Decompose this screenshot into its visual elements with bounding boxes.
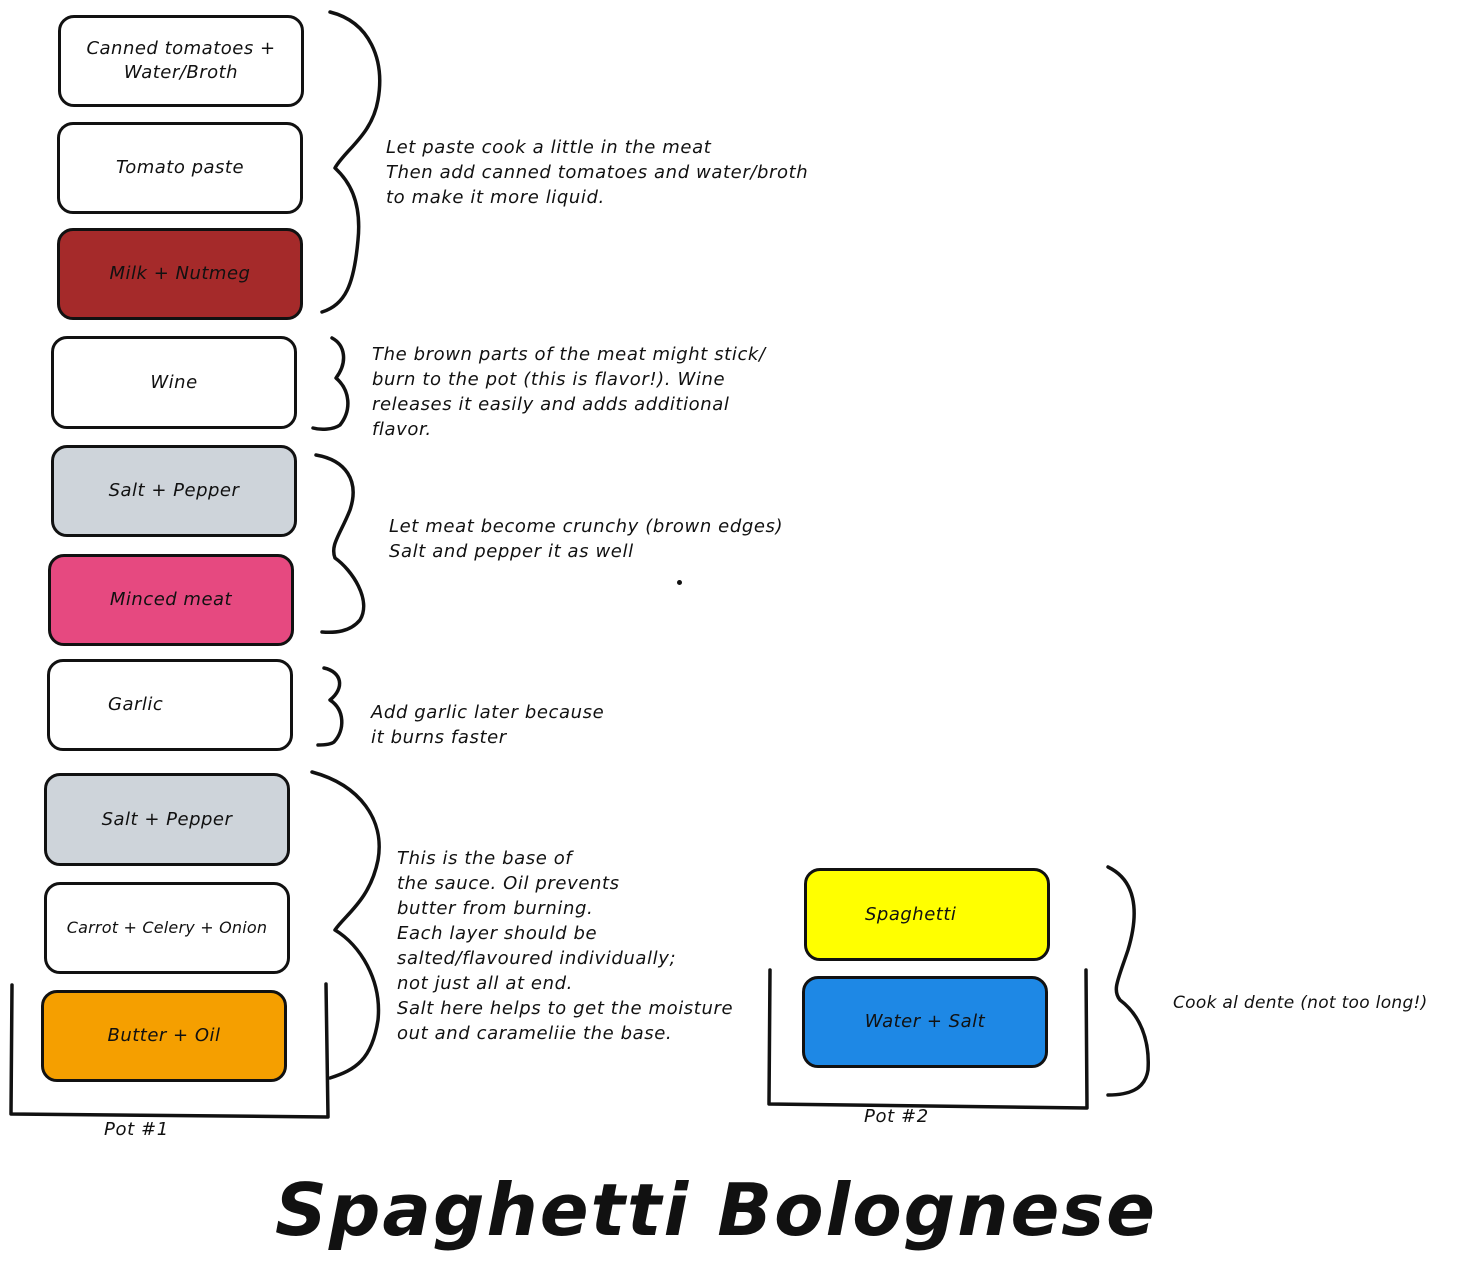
brace-base: [310, 770, 381, 1080]
layer-wine: Wine: [51, 336, 297, 429]
brace-wine: [311, 336, 350, 431]
layer-spaghetti: Spaghetti: [804, 868, 1050, 961]
note-meat: Let meat become crunchy (brown edges) Sa…: [389, 516, 784, 562]
layer-salt-pepper-bottom: Salt + Pepper: [44, 773, 290, 866]
layer-tomato-paste: Tomato paste: [57, 122, 303, 214]
brace-tomato: [320, 10, 382, 314]
pot1-outline: [9, 982, 330, 1119]
note-wine: The brown parts of the meat might stick/…: [372, 344, 766, 440]
pot1-label: Pot #1: [104, 1119, 169, 1140]
layer-minced-meat: Minced meat: [48, 554, 294, 646]
layer-milk-nutmeg: Milk + Nutmeg: [57, 228, 303, 320]
note-tomato: Let paste cook a little in the meat Then…: [386, 137, 809, 208]
stray-dot: [677, 580, 682, 585]
layer-butter-oil: Butter + Oil: [41, 990, 287, 1082]
layer-salt-pepper-top: Salt + Pepper: [51, 445, 297, 537]
brace-garlic: [316, 666, 344, 747]
layer-water-salt: Water + Salt: [802, 976, 1048, 1068]
note-pasta: Cook al dente (not too long!): [1173, 993, 1428, 1013]
note-base: This is the base of the sauce. Oil preve…: [397, 848, 734, 1044]
layer-garlic: Garlic: [47, 659, 293, 751]
pot2-outline: [767, 968, 1089, 1110]
note-garlic: Add garlic later because it burns faster: [371, 702, 605, 748]
brace-meat: [314, 453, 366, 635]
pot2-label: Pot #2: [864, 1106, 929, 1127]
page-title: Spaghetti Bolognese: [275, 1168, 1157, 1252]
brace-pasta: [1106, 865, 1150, 1097]
layer-carrot-celery-onion: Carrot + Celery + Onion: [44, 882, 290, 974]
layer-canned-tomatoes: Canned tomatoes + Water/Broth: [58, 15, 304, 107]
